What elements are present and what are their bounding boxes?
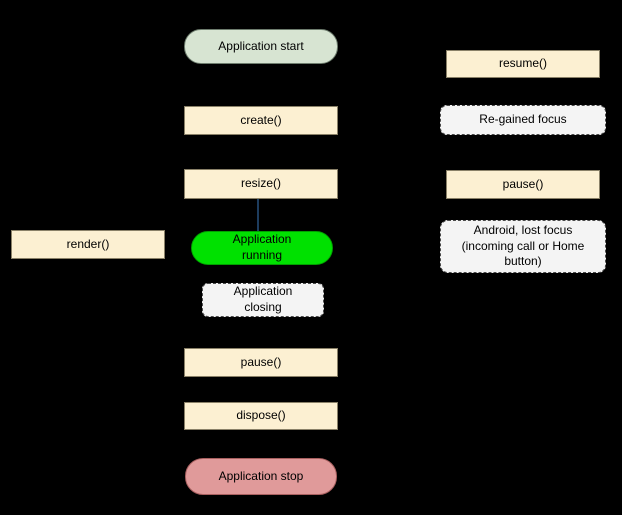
node-android-lost-focus: Android, lost focus (incoming call or Ho… [440,220,606,273]
node-render-method: render() [11,230,165,259]
node-application-closing: Application closing [202,283,324,317]
node-application-start: Application start [184,29,338,64]
node-resize-method: resize() [184,169,338,199]
node-application-stop: Application stop [185,458,337,495]
node-pause-method-main: pause() [184,348,338,377]
node-regained-focus: Re-gained focus [440,105,606,135]
node-create-method: create() [184,106,338,135]
connector-resize-to-running [257,199,259,231]
node-pause-method-right: pause() [446,170,600,199]
node-resume-method: resume() [446,50,600,78]
node-dispose-method: dispose() [184,402,338,430]
node-application-running: Application running [191,231,333,265]
